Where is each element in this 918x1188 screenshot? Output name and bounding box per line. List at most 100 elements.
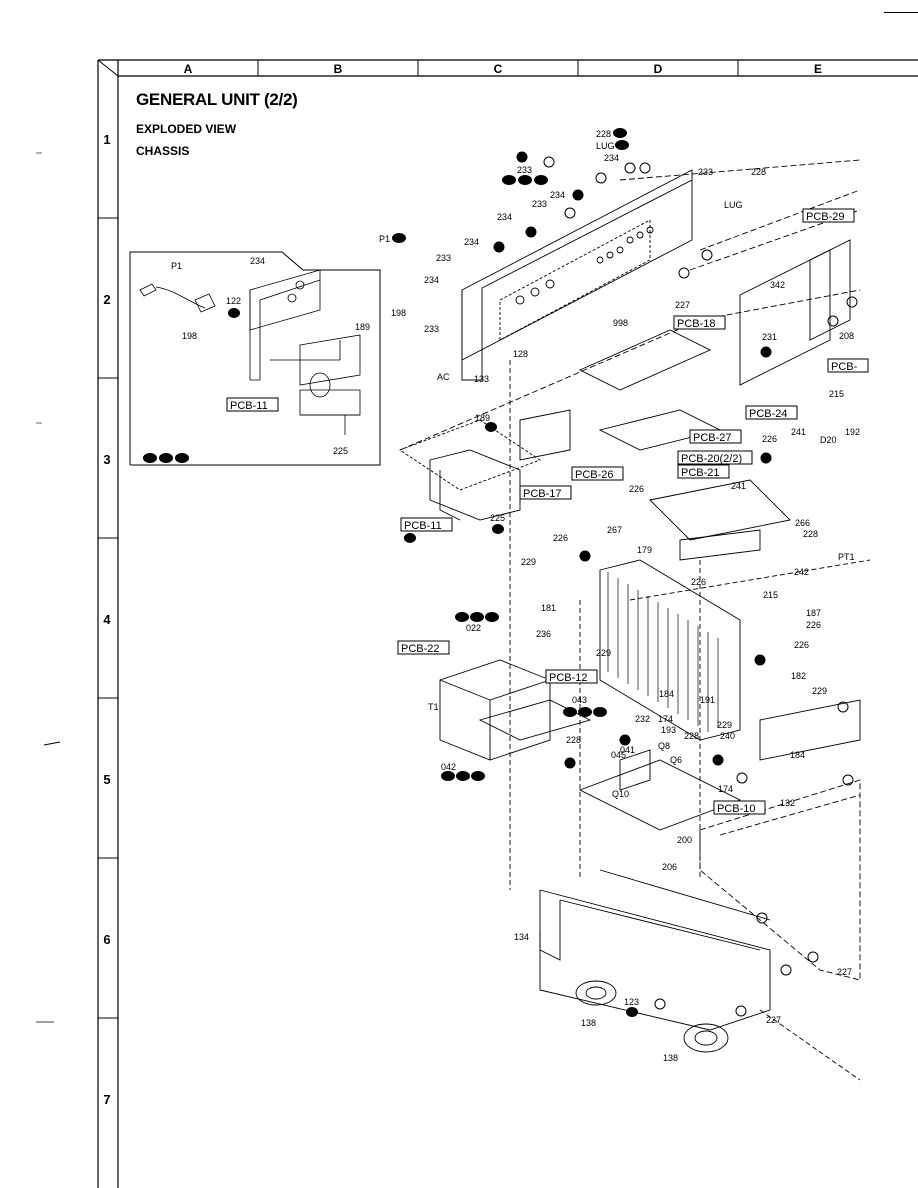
part-184: 184: [659, 689, 674, 699]
column-label-a: A: [183, 62, 193, 76]
part-228: 228: [596, 129, 611, 139]
part-233: 233: [424, 324, 439, 334]
part-198-inset: 198: [182, 331, 197, 341]
part-198: 198: [391, 308, 406, 318]
part-226: 226: [794, 640, 809, 650]
part-p1: P1: [379, 234, 390, 244]
pcb-10-label: PCB-10: [717, 803, 756, 815]
part-266: 266: [795, 518, 810, 528]
part-241: 241: [791, 427, 806, 437]
part-042: 042: [441, 762, 456, 772]
part-189-inset: 189: [355, 322, 370, 332]
part-122: 122: [226, 296, 241, 306]
part-q6: Q6: [670, 755, 682, 765]
row-label-6: 6: [103, 932, 111, 947]
part-200: 200: [677, 835, 692, 845]
inset-box: [129, 251, 381, 466]
pcb-21-label: PCB-21: [681, 467, 720, 479]
part-232: 232: [635, 714, 650, 724]
page-title: GENERAL UNIT (2/2): [136, 90, 298, 109]
part-215: 215: [829, 389, 844, 399]
part-998: 998: [613, 318, 628, 328]
margin-marks: [36, 152, 61, 1023]
part-229: 229: [717, 720, 732, 730]
part-q8: Q8: [658, 741, 670, 751]
callout-badges: [228, 128, 638, 1017]
part-225: 225: [490, 513, 505, 523]
part-234: 234: [550, 190, 565, 200]
part-174: 174: [718, 784, 733, 794]
row-label-5: 5: [103, 772, 111, 787]
pcb-11-label: PCB-11: [404, 520, 442, 532]
part-226: 226: [553, 533, 568, 543]
part-234: 234: [604, 153, 619, 163]
part-229: 229: [521, 557, 536, 567]
row-label-7: 7: [103, 1092, 111, 1107]
part-134: 134: [514, 932, 529, 942]
part-228: 228: [803, 529, 818, 539]
part-226: 226: [806, 620, 821, 630]
part-181: 181: [541, 603, 556, 613]
section-subtitle: CHASSIS: [136, 144, 190, 158]
part-225-inset: 225: [333, 446, 348, 456]
part-045: 045: [611, 750, 626, 760]
part-229: 229: [812, 686, 827, 696]
part-184: 184: [790, 750, 805, 760]
column-label-e: E: [813, 62, 822, 76]
row-label-4: 4: [103, 612, 111, 627]
row-label-1: 1: [103, 132, 111, 147]
part-234: 234: [497, 212, 512, 222]
part-229: 229: [596, 648, 611, 658]
part-pt1: PT1: [838, 552, 855, 562]
page-corner-mark: [884, 12, 918, 13]
part-233: 233: [517, 165, 532, 175]
part-043: 043: [572, 695, 587, 705]
part-138: 138: [663, 1053, 678, 1063]
part-192: 192: [845, 427, 860, 437]
part-189: 189: [475, 413, 490, 423]
part-123: 123: [624, 997, 639, 1007]
pcb-26-label: PCB-26: [575, 469, 614, 481]
pcb-boxes: [226, 208, 869, 815]
pcb-24-label: PCB-24: [749, 408, 788, 420]
part-231: 231: [762, 332, 777, 342]
part-234-inset: 234: [250, 256, 265, 266]
part-041: 041: [620, 745, 635, 755]
column-label-d: D: [653, 62, 663, 76]
part-022: 022: [466, 623, 481, 633]
row-label-2: 2: [103, 292, 111, 307]
part-240: 240: [720, 731, 735, 741]
pcb-27-label: PCB-27: [693, 432, 732, 444]
lug-label: LUG: [724, 200, 743, 210]
lug-label: LUG: [596, 141, 615, 151]
part-227: 227: [837, 967, 852, 977]
part-227: 227: [675, 300, 690, 310]
part-233: 233: [436, 253, 451, 263]
part-182: 182: [791, 671, 806, 681]
pcb-18-label: PCB-18: [677, 318, 716, 330]
pcb-12-label: PCB-12: [549, 672, 588, 684]
pcb-texts: PCB-11 PCB-11 PCB-12 PCB-17 PCB-18 PCB-2…: [230, 211, 858, 815]
pcb-11-inset-label: PCB-11: [230, 400, 268, 412]
part-191: 191: [700, 695, 715, 705]
part-228: 228: [566, 735, 581, 745]
part-133: 133: [474, 374, 489, 384]
part-174: 174: [658, 714, 673, 724]
part-228: 228: [751, 167, 766, 177]
part-187: 187: [806, 608, 821, 618]
pcb-22-label: PCB-22: [401, 643, 440, 655]
part-ac: AC: [437, 372, 450, 382]
part-179: 179: [637, 545, 652, 555]
part-132: 132: [780, 798, 795, 808]
part-241: 241: [731, 481, 746, 491]
circled-letters: [493, 151, 858, 1017]
grid-frame: [97, 59, 918, 1188]
part-labels: 228 LUG 234 233 234 233 234 234 233 234 …: [171, 129, 860, 1063]
part-193: 193: [661, 725, 676, 735]
part-234: 234: [424, 275, 439, 285]
pcb-20-label: PCB-20(2/2): [681, 453, 742, 465]
inset-drawing: [139, 269, 361, 435]
column-label-c: C: [493, 62, 503, 76]
pcb-29-label: PCB-29: [806, 211, 845, 223]
